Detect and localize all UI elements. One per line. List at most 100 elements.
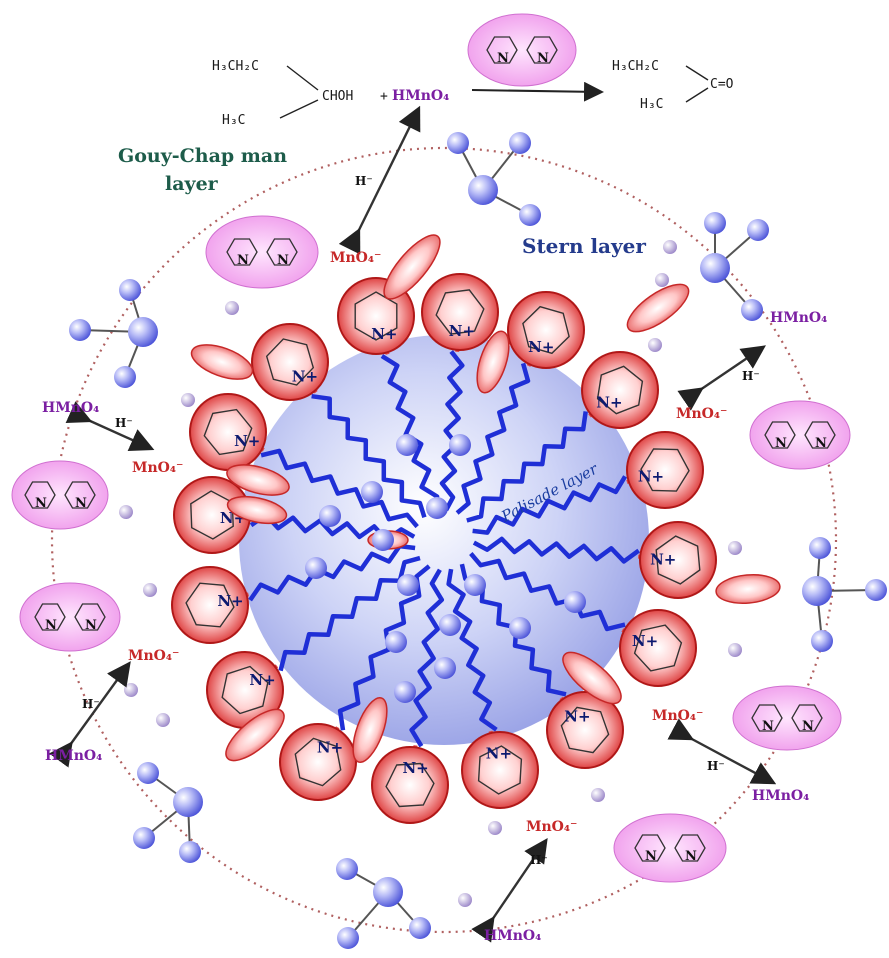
pyridine-ring (477, 745, 523, 795)
pyridine-ring (74, 603, 106, 631)
interior-sphere (397, 574, 419, 596)
hminus-label: H⁻ (82, 697, 100, 711)
plus-sign: + (380, 89, 388, 104)
pyridine-ring (674, 834, 706, 862)
pyridinium-headgroup (279, 723, 357, 801)
interior-sphere (439, 614, 461, 636)
ion-satellite (137, 762, 159, 784)
mno4-label: MnO₄⁻ (676, 406, 727, 422)
mno4-label: MnO₄⁻ (128, 648, 179, 664)
ion-satellite (447, 132, 469, 154)
surfactant-tail (311, 393, 427, 518)
pyridine-ring (435, 289, 485, 335)
hmno4-label: HMnO₄ (484, 928, 541, 944)
pyridinium-headgroup (251, 323, 329, 401)
surfactant-tail (469, 552, 626, 632)
ion-satellite (179, 841, 201, 863)
bipyridine-blob (19, 582, 121, 652)
pyridine-ring (64, 481, 96, 509)
ion-clusters (69, 132, 887, 949)
pyridine-n-label: N (645, 849, 657, 864)
pyridine-ring (526, 36, 558, 64)
small-sphere (488, 821, 502, 835)
pyridinium-n-plus-label: N+ (650, 550, 676, 568)
pyridine-ring (596, 365, 644, 415)
pyridine-ring (226, 238, 258, 266)
pyridinium-headgroup (507, 291, 585, 369)
pyridine-n-label: N (85, 618, 97, 633)
interior-sphere (449, 434, 471, 456)
ion-satellite (704, 212, 726, 234)
interior-sphere (426, 497, 448, 519)
small-sphere (648, 338, 662, 352)
interior-sphere (564, 591, 586, 613)
interior-sphere (385, 631, 407, 653)
small-sphere (124, 683, 138, 697)
pyridinium-headgroup (639, 521, 717, 599)
ion-center (700, 253, 730, 283)
small-sphere (655, 273, 669, 287)
pyridine-ring (804, 421, 836, 449)
counterion-oval (226, 495, 288, 525)
exchange-arrow (471, 838, 548, 943)
pyridinium-n-plus-label: N+ (632, 632, 658, 650)
pyridinium-n-plus-label: N+ (217, 592, 243, 610)
counterion-oval (190, 344, 254, 380)
small-sphere (143, 583, 157, 597)
hminus-label: H⁻ (530, 853, 548, 867)
oxidant-label: HMnO₄ (392, 88, 449, 104)
pyridine-n-label: N (45, 618, 57, 633)
pyridine-ring (203, 408, 253, 456)
surfactant-tail (439, 350, 465, 512)
surfactant-tail (472, 475, 628, 535)
pyridinium-n-plus-label: N+ (449, 322, 475, 340)
counterion-oval (476, 330, 510, 394)
ion-center (373, 877, 403, 907)
pyridine-n-label: N (775, 436, 787, 451)
pyridinium-headgroup (461, 731, 539, 809)
bipyridine-blob (732, 685, 842, 751)
small-sphere (156, 713, 170, 727)
surfactant-tail (248, 543, 416, 602)
pyridine-ring (764, 421, 796, 449)
hmno4-label: HMnO₄ (770, 310, 827, 326)
ion-satellite (114, 366, 136, 388)
pyridine-n-label: N (277, 253, 289, 268)
small-sphere (591, 788, 605, 802)
pyridine-ring (560, 706, 610, 754)
hmno4-label: HMnO₄ (42, 400, 99, 416)
pyridine-ring (522, 305, 570, 355)
exchange-arrows (49, 105, 777, 943)
gouy-label-line2: layer (165, 173, 219, 195)
interior-sphere (464, 574, 486, 596)
counterion-oval (226, 464, 290, 496)
exchange-arrow (49, 661, 131, 768)
product-ethyl: H₃CH₂C (612, 59, 659, 74)
pyridine-ring (640, 448, 690, 492)
counterion-oval (352, 696, 388, 764)
ion-satellite (865, 579, 887, 601)
pyridine-ring (354, 291, 398, 341)
small-sphere (181, 393, 195, 407)
mno4-label: MnO₄⁻ (330, 250, 381, 266)
pyridine-ring (634, 834, 666, 862)
counterion-oval (626, 283, 690, 333)
surfactant-tail (472, 536, 641, 564)
exchange-arrow (667, 718, 777, 785)
pyridinium-n-plus-label: N+ (292, 368, 318, 386)
interior-sphere (305, 557, 327, 579)
pyridinium-headgroup (421, 273, 499, 351)
ion-satellite (69, 319, 91, 341)
pyridine-n-label: N (685, 849, 697, 864)
hminus-label: H⁻ (355, 174, 373, 188)
pyridine-ring (24, 481, 56, 509)
small-sphere (119, 505, 133, 519)
pyridinium-headgroups: N+N+N+N+N+N+N+N+N+N+N+N+N+N+N+N+ (171, 273, 717, 824)
pyridine-n-label: N (497, 51, 509, 66)
hmno4-label: HMnO₄ (752, 788, 809, 804)
pyridinium-headgroup (371, 746, 449, 824)
ion-satellite (337, 927, 359, 949)
hminus-label: H⁻ (115, 416, 133, 430)
